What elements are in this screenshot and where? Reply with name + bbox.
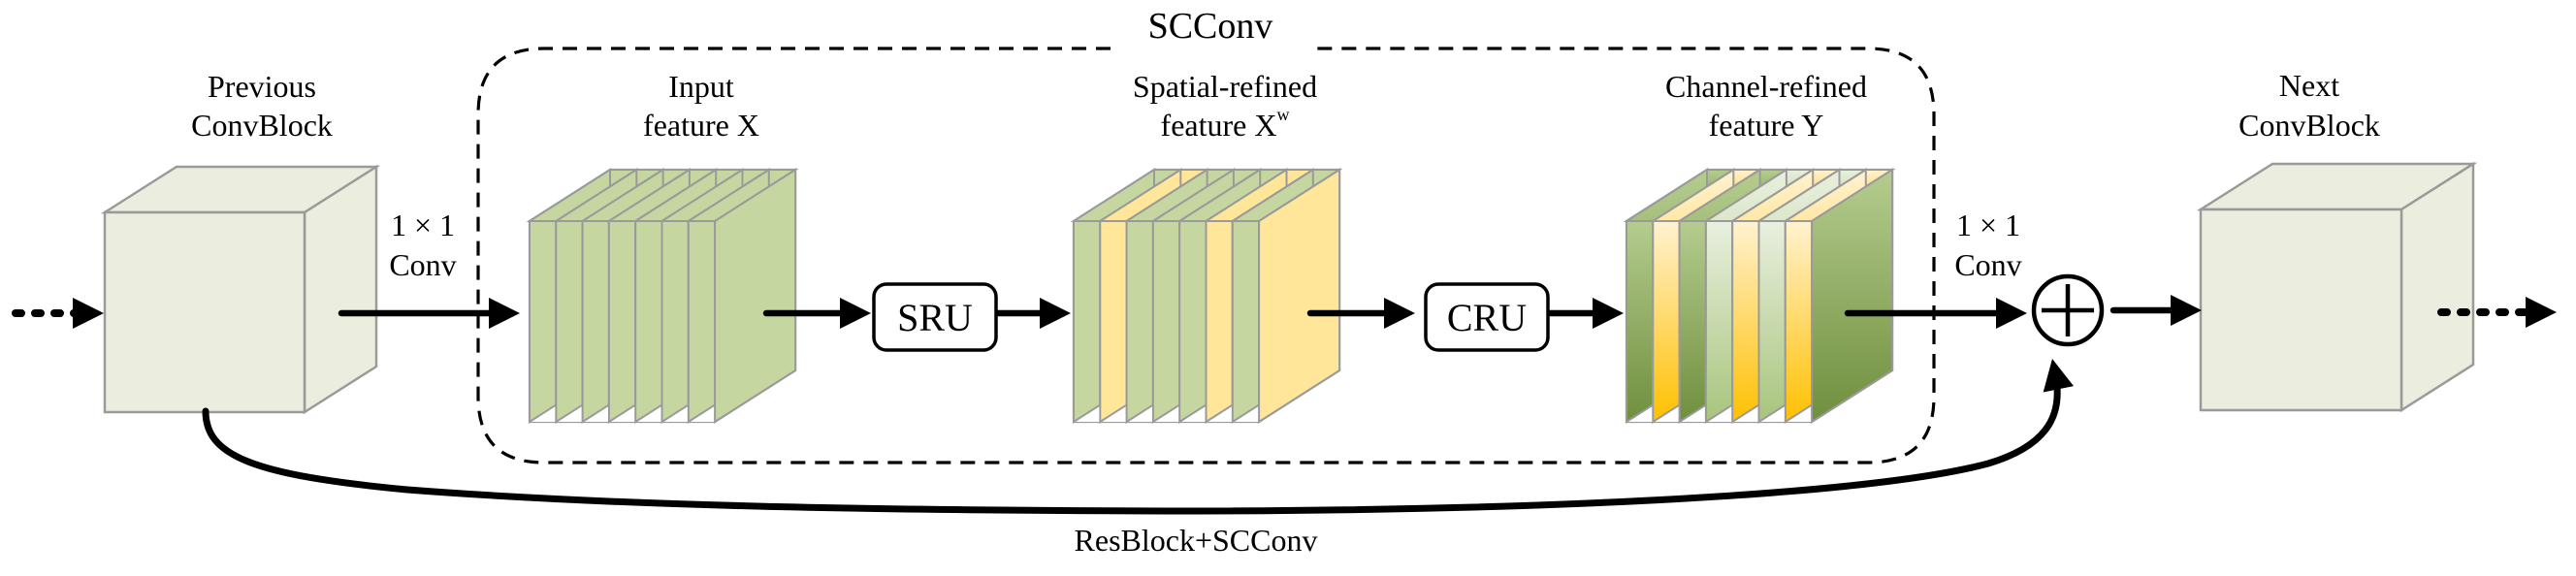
- sheet-edge: [1205, 403, 1234, 423]
- sheet-edge: [1757, 403, 1787, 423]
- sheet-front: [555, 220, 584, 423]
- next-block-label-line2: ConvBlock: [2238, 108, 2380, 143]
- next-convblock-cube: [2196, 161, 2478, 413]
- channel-feature-label-line2: feature Y: [1709, 108, 1824, 143]
- sheet-front: [1652, 220, 1681, 423]
- previous-convblock-cube: [100, 164, 381, 415]
- conv-in-label-line1: 1 × 1: [391, 208, 455, 242]
- sheet-edge: [634, 403, 663, 423]
- sheet-front: [1151, 220, 1181, 423]
- input-feature-stack: [526, 167, 799, 425]
- sheet-front: [1125, 220, 1154, 423]
- conv-out-label-line1: 1 × 1: [1956, 208, 2020, 242]
- conv-out-arrow-head: [1996, 298, 2027, 329]
- sheet-edge: [1126, 403, 1154, 423]
- sheet-edge: [1652, 403, 1681, 423]
- sheet-front: [1099, 220, 1128, 423]
- sheet-front: [1731, 220, 1760, 423]
- sheet-edge: [582, 403, 610, 423]
- input-feature-label-line2: feature X: [643, 108, 759, 143]
- scconv-title: SCConv: [1148, 6, 1273, 47]
- sru-box: SRU: [872, 282, 998, 352]
- sheet-edge: [555, 403, 584, 423]
- previous-block-label-line1: Previous: [208, 69, 316, 104]
- cru-label: CRU: [1447, 296, 1527, 339]
- sheet-front: [1178, 220, 1208, 423]
- conv-in-label-line2: Conv: [389, 247, 456, 282]
- sheet-front: [581, 220, 610, 423]
- sheet-front: [634, 220, 663, 423]
- spatial-to-cru-arrow-head: [1384, 298, 1415, 329]
- sheet-front: [1784, 220, 1814, 423]
- sheet-edge: [1705, 403, 1733, 423]
- sru-label: SRU: [897, 296, 973, 339]
- circle-plus-icon: [2031, 273, 2105, 347]
- sheet-front: [1231, 220, 1261, 423]
- channel-feature-label-line1: Channel-refined: [1665, 69, 1867, 104]
- cube-front-face: [2199, 208, 2403, 412]
- sheet-front: [1626, 220, 1655, 423]
- incoming-dotted-arrow-head: [73, 298, 104, 329]
- spatial-feature-label-line2: feature Xw: [1161, 105, 1290, 143]
- sheet-front: [607, 220, 637, 423]
- spatial-feature-label-superscript: w: [1276, 105, 1289, 124]
- sheet-edge: [1626, 403, 1654, 423]
- spatial-refined-feature-stack: [1070, 167, 1343, 425]
- cube-front-face: [103, 210, 306, 414]
- residual-skip-curve: [202, 384, 2061, 515]
- sheet-edge: [1099, 403, 1128, 423]
- sheet-edge: [1152, 403, 1180, 423]
- sheet-panel: [1258, 168, 1341, 424]
- input-to-sru-arrow-head: [840, 298, 871, 329]
- spatial-feature-label-line1: Spatial-refined: [1133, 69, 1317, 104]
- cru-box: CRU: [1424, 282, 1550, 352]
- sheet-edge: [1785, 403, 1813, 423]
- sheet-edge: [1679, 403, 1707, 423]
- sheet-front: [1704, 220, 1734, 423]
- sheet-edge: [1073, 403, 1101, 423]
- next-block-label-line1: Next: [2279, 68, 2339, 103]
- sheet-front: [687, 220, 717, 423]
- input-feature-label-line1: Input: [668, 69, 734, 104]
- conv-in-arrow-head: [489, 298, 520, 329]
- sheet-edge: [1731, 403, 1760, 423]
- sheet-edge: [688, 403, 716, 423]
- residual-label: ResBlock+SCConv: [1075, 523, 1318, 558]
- sum-to-next-arrow-head: [2171, 295, 2202, 326]
- conv-out-label-line2: Conv: [1954, 247, 2021, 282]
- arrows: [12, 295, 2557, 515]
- sheet-edge: [608, 403, 636, 423]
- sheet-edge: [660, 403, 690, 423]
- cru-to-channel-arrow-head: [1593, 298, 1624, 329]
- sheet-edge: [529, 403, 557, 423]
- scconv-container: [476, 47, 1936, 464]
- sheet-front: [660, 220, 690, 423]
- sheet-front: [529, 220, 558, 423]
- previous-block-label-line2: ConvBlock: [191, 108, 333, 143]
- sheet-front: [1073, 220, 1102, 423]
- sheet-edge: [1232, 403, 1260, 423]
- residual-arrowhead: [2043, 359, 2075, 393]
- sheet-edge: [1178, 403, 1208, 423]
- channel-refined-feature-stack: [1623, 167, 1896, 425]
- sheet-panel: [1811, 168, 1894, 424]
- sru-to-spatial-arrow-head: [1040, 298, 1071, 329]
- sheet-front: [1205, 220, 1234, 423]
- spatial-feature-label-main: feature X: [1161, 108, 1277, 143]
- outgoing-dotted-arrow-head: [2526, 297, 2557, 328]
- sheet-front: [1678, 220, 1707, 423]
- sheet-panel: [714, 168, 797, 424]
- dashed-border: [476, 47, 1936, 464]
- sheet-front: [1757, 220, 1787, 423]
